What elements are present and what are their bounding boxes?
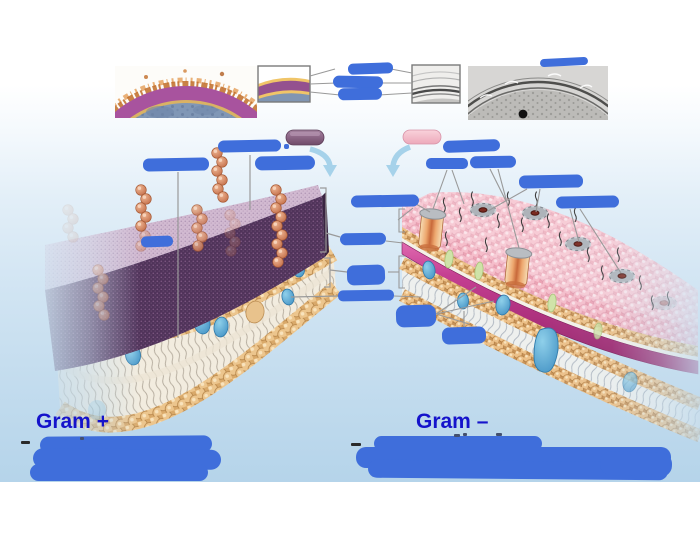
redaction-scribble	[441, 326, 487, 345]
gram-positive-stain-pill	[285, 129, 325, 146]
redaction-scribble	[339, 232, 387, 246]
redaction-scribble	[332, 75, 384, 89]
text-remnant-mark	[463, 433, 467, 436]
redaction-scribble	[469, 155, 517, 169]
gram-positive-envelope-diagram	[45, 147, 341, 433]
outer-membrane	[402, 192, 698, 361]
peptidoglycan-block	[45, 185, 329, 371]
left-leader-lines	[177, 155, 348, 338]
redaction-scribble	[142, 157, 210, 172]
redaction-scribble	[346, 264, 386, 286]
redaction-scribble	[30, 464, 208, 481]
text-remnant-mark	[80, 437, 84, 440]
gram-positive-schematic	[257, 65, 311, 103]
down-arrow-right	[386, 144, 412, 177]
gram-negative-schematic	[411, 64, 461, 104]
text-remnant-mark	[351, 443, 361, 446]
down-arrow-left	[309, 146, 337, 177]
right-leader-lines	[385, 168, 622, 328]
gram-negative-label: Gram –	[416, 410, 489, 433]
redaction-scribble	[140, 235, 174, 248]
redaction-scribble	[350, 194, 420, 208]
redaction-scribble	[254, 155, 316, 171]
redaction-scribble	[442, 139, 501, 153]
redaction-scribble	[599, 450, 673, 478]
porin-channels	[418, 208, 533, 289]
text-remnant-mark	[496, 433, 502, 436]
text-remnant-mark	[454, 434, 460, 437]
top-leader-lines	[309, 68, 413, 96]
redaction-scribble	[284, 144, 289, 149]
redaction-scribble	[539, 56, 589, 68]
left-tem-micrograph	[115, 66, 257, 118]
redaction-scribble	[555, 195, 620, 209]
redaction-scribble	[217, 139, 282, 153]
lipoproteins	[444, 249, 603, 340]
redaction-scribble	[337, 87, 383, 101]
redaction-scribble	[337, 289, 395, 302]
redaction-scribble	[395, 304, 437, 328]
text-remnant-mark	[21, 441, 30, 444]
right-tem-micrograph	[468, 66, 608, 120]
gram-positive-label: Gram +	[36, 410, 109, 433]
gram-negative-stain-pill	[402, 129, 442, 145]
redaction-scribble	[347, 62, 394, 75]
redaction-scribble	[518, 174, 584, 189]
redaction-scribble	[426, 158, 468, 169]
